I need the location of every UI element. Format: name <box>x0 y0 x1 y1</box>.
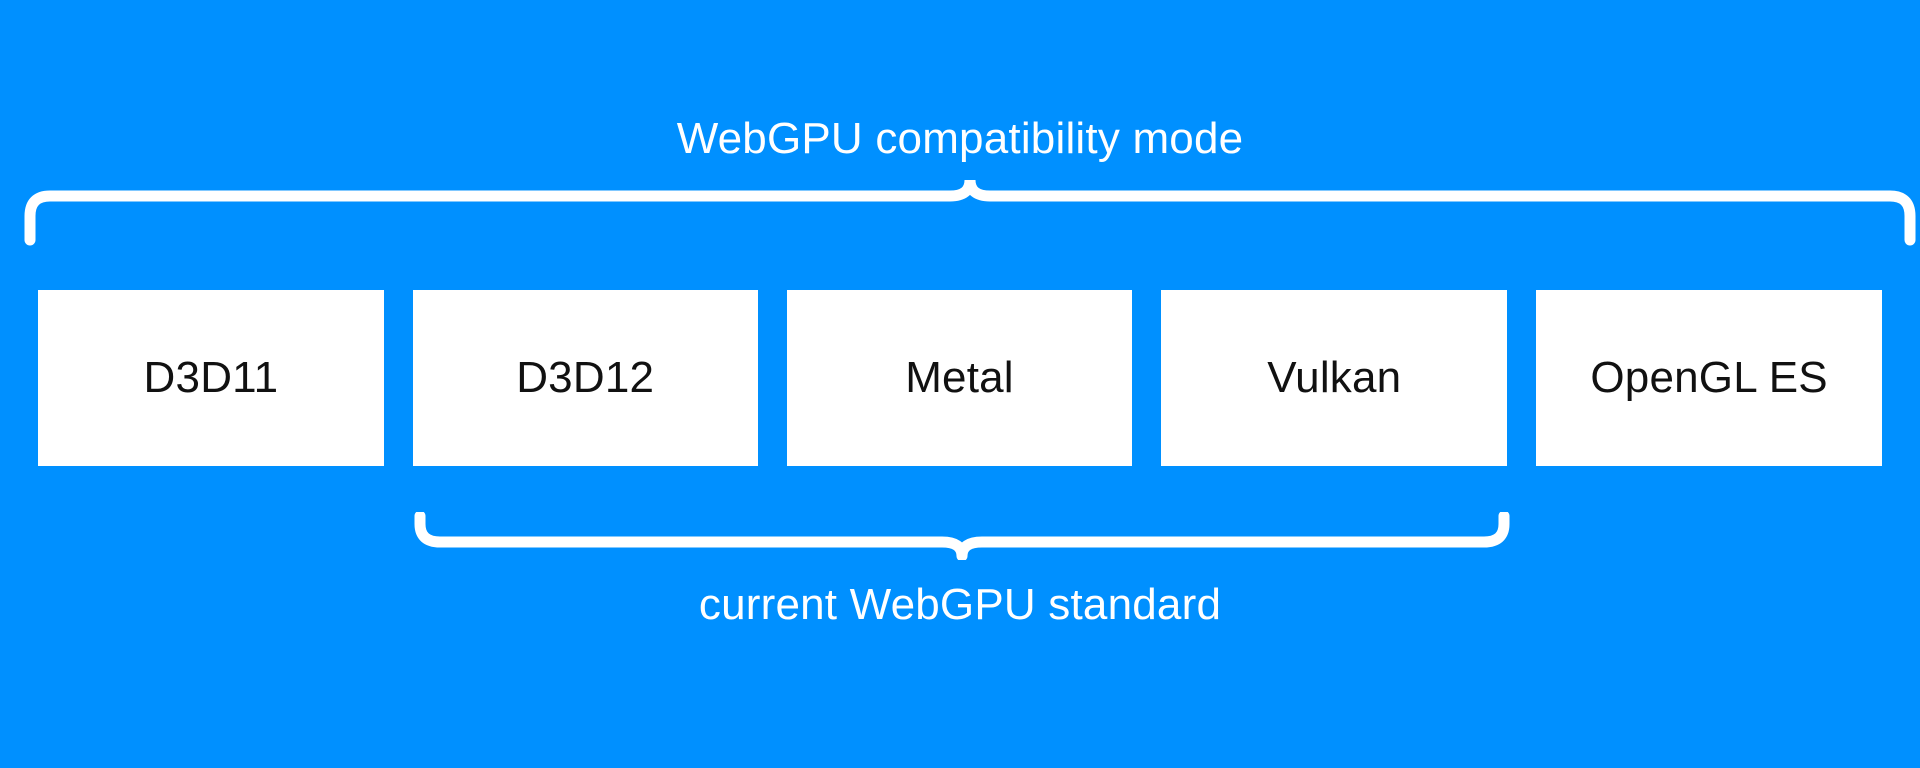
api-box-label: D3D11 <box>143 353 279 402</box>
api-box-metal[interactable]: Metal <box>786 290 1133 466</box>
api-box-vulkan[interactable]: Vulkan <box>1161 290 1508 466</box>
api-box-d3d11[interactable]: D3D11 <box>38 290 384 466</box>
api-box-row: D3D11 D3D12 Metal Vulkan OpenGL ES <box>38 290 1882 466</box>
top-brace <box>20 180 1920 248</box>
bottom-caption-label: current WebGPU standard <box>698 580 1222 629</box>
api-box-d3d12[interactable]: D3D12 <box>412 290 758 466</box>
api-box-label: Vulkan <box>1267 353 1402 402</box>
bottom-brace <box>412 512 1512 560</box>
top-caption-label: WebGPU compatibility mode <box>676 114 1244 163</box>
api-box-opengl-es[interactable]: OpenGL ES <box>1536 290 1882 466</box>
api-box-label: Metal <box>905 353 1014 402</box>
api-box-label: D3D12 <box>516 353 655 402</box>
api-box-label: OpenGL ES <box>1590 353 1828 402</box>
